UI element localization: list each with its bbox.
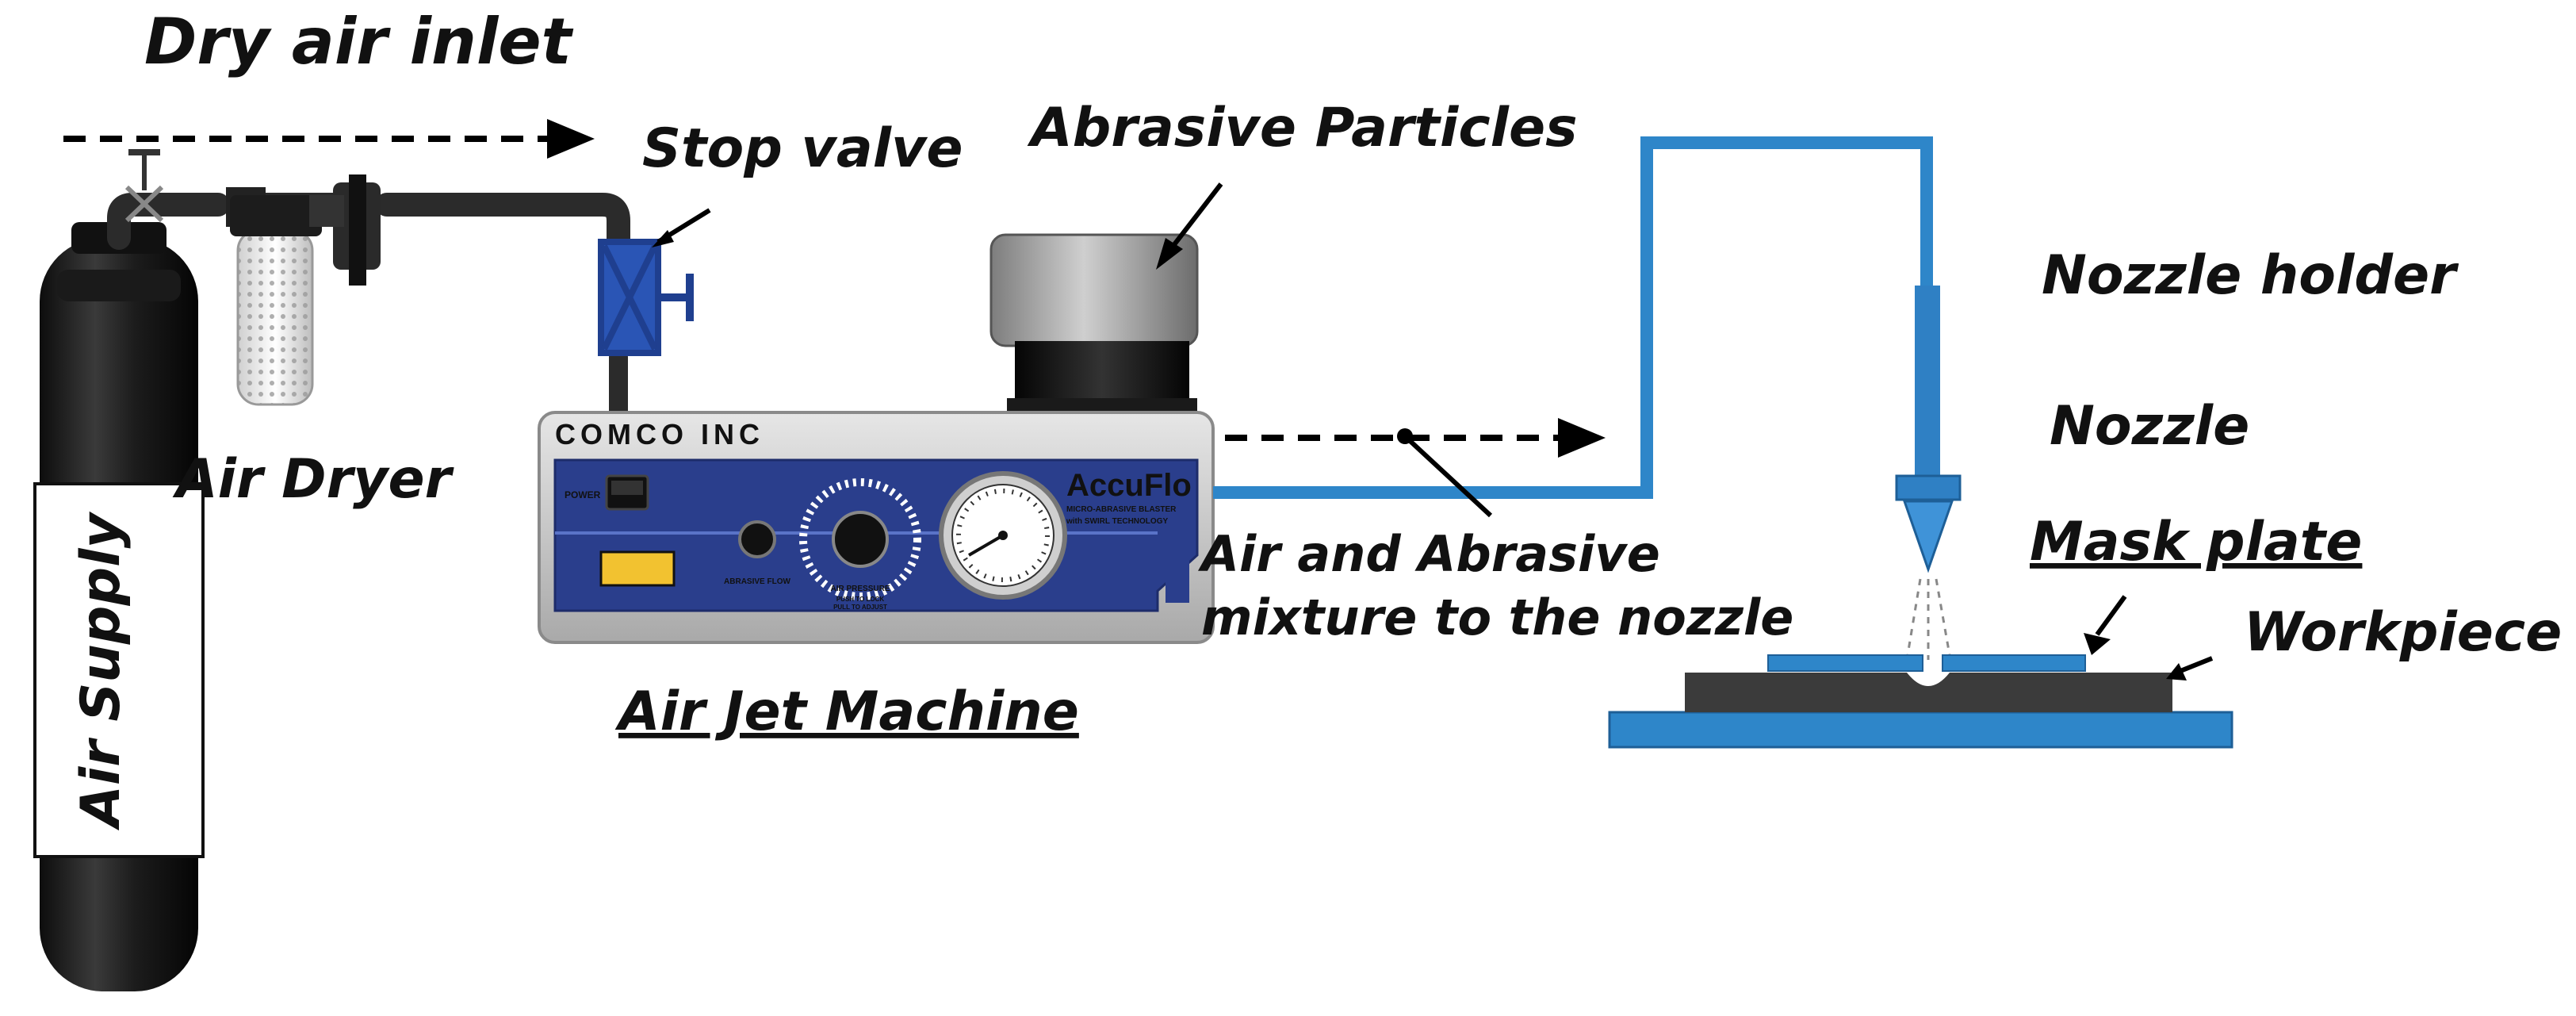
nozzle-label: Nozzle: [2050, 395, 2249, 458]
air-supply-cylinder: Air Supply: [33, 222, 205, 991]
air-dryer-label: Air Dryer: [172, 448, 455, 511]
air-supply-label: Air Supply: [70, 512, 132, 831]
air-jet-machine: COMCO INC POWER ABRASIVE FLOW AIR PRESSU…: [538, 233, 1215, 644]
inlet-flow-arrow: [63, 119, 595, 159]
abrasive-flow-label: ABRASIVE FLOW: [724, 577, 790, 586]
nozzle-assembly: [1895, 286, 1962, 661]
air-dryer-filter: [226, 174, 381, 406]
logo-sub-2: with SWIRL TECHNOLOGY: [1066, 517, 1168, 526]
leader-lines: [652, 182, 2214, 681]
logo-sub-1: MICRO-ABRASIVE BLASTER: [1066, 505, 1177, 514]
nozzle-holder-label: Nozzle holder: [2042, 244, 2459, 307]
machine-brand: COMCO INC: [555, 418, 764, 450]
power-label: POWER: [565, 489, 601, 500]
push-note-2: PULL TO ADJUST: [833, 604, 887, 611]
abrasive-spray: [1905, 578, 1952, 661]
push-note-1: PUSH TO LOCK: [836, 596, 885, 603]
dry-air-inlet-label: Dry air inlet: [144, 5, 574, 79]
accuflo-logo: AccuFlo: [1066, 468, 1192, 503]
workpiece-assembly: [1608, 654, 2233, 749]
cylinder-valve-icon: [124, 149, 164, 223]
air-pressure-label: AIR PRESSURE: [830, 585, 890, 593]
mask-plate-label: Mask plate: [2030, 511, 2362, 573]
pressure-gauge-icon: [939, 471, 1067, 600]
mixture-flow-arrow: [1225, 418, 1606, 458]
abrasive-delivery-line: [1213, 136, 1933, 499]
mixture-label-line-1: Air and Abrasive: [1197, 525, 1660, 583]
air-jet-machine-label: Air Jet Machine: [614, 681, 1079, 743]
stop-valve-icon: [598, 239, 694, 356]
mixture-label-line-2: mixture to the nozzle: [1201, 589, 1793, 646]
stop-valve-label: Stop valve: [642, 117, 963, 180]
abrasive-particles-label: Abrasive Particles: [1027, 97, 1578, 159]
workpiece-label: Workpiece: [2244, 601, 2562, 664]
